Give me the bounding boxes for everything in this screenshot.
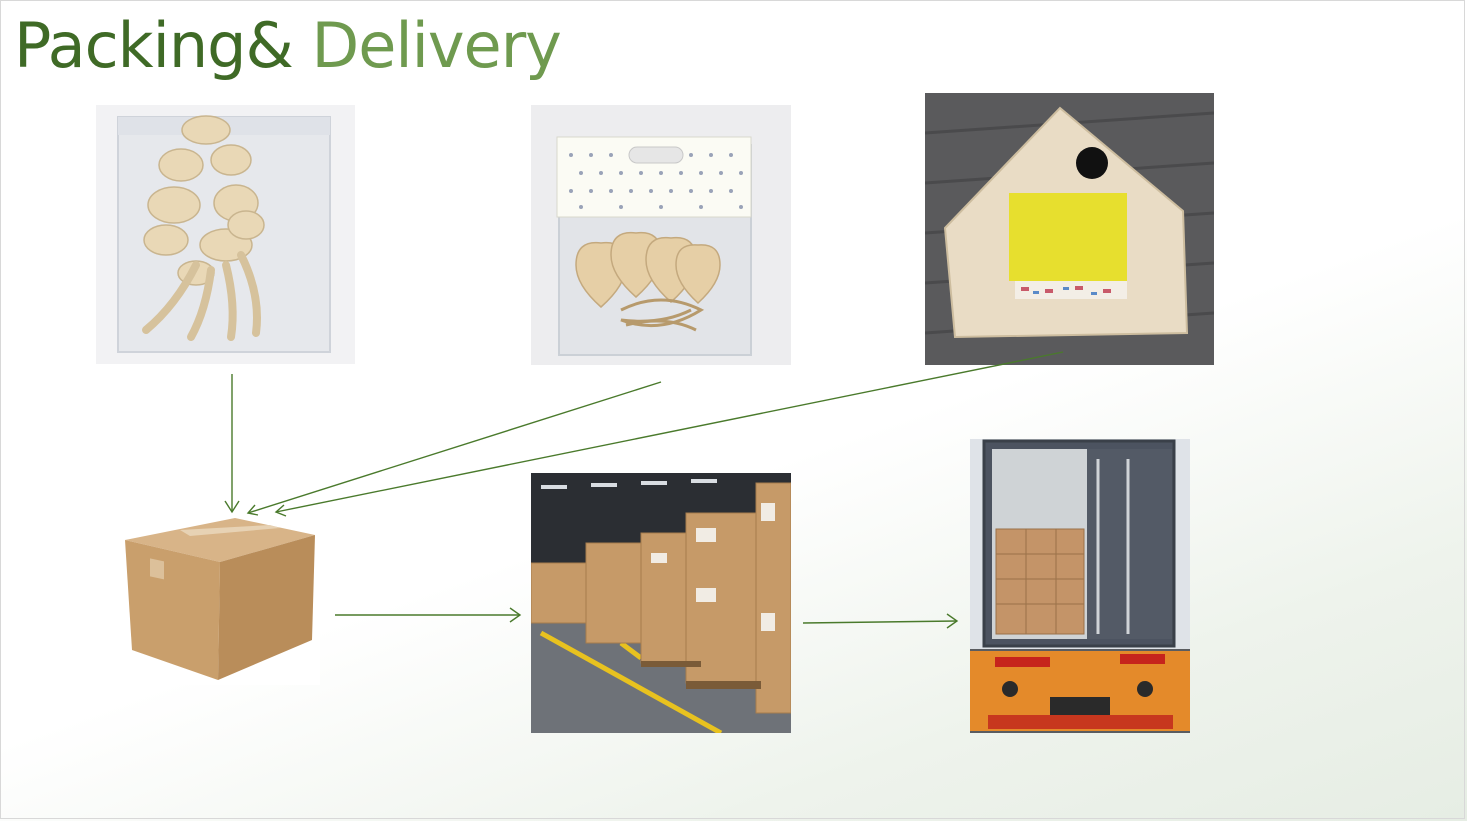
page-title: Packing& Delivery — [14, 4, 562, 88]
title-part-delivery: Delivery — [292, 9, 562, 82]
cardboard-box-image — [120, 510, 320, 685]
packaged-wooden-hearts-image — [531, 105, 791, 365]
warehouse-pallets-image — [531, 473, 791, 733]
packaged-wooden-flowers-image — [96, 105, 355, 364]
title-part-packing: Packing& — [14, 9, 294, 82]
container-truck-image — [970, 439, 1190, 733]
wooden-house-money-box-image — [925, 93, 1214, 365]
